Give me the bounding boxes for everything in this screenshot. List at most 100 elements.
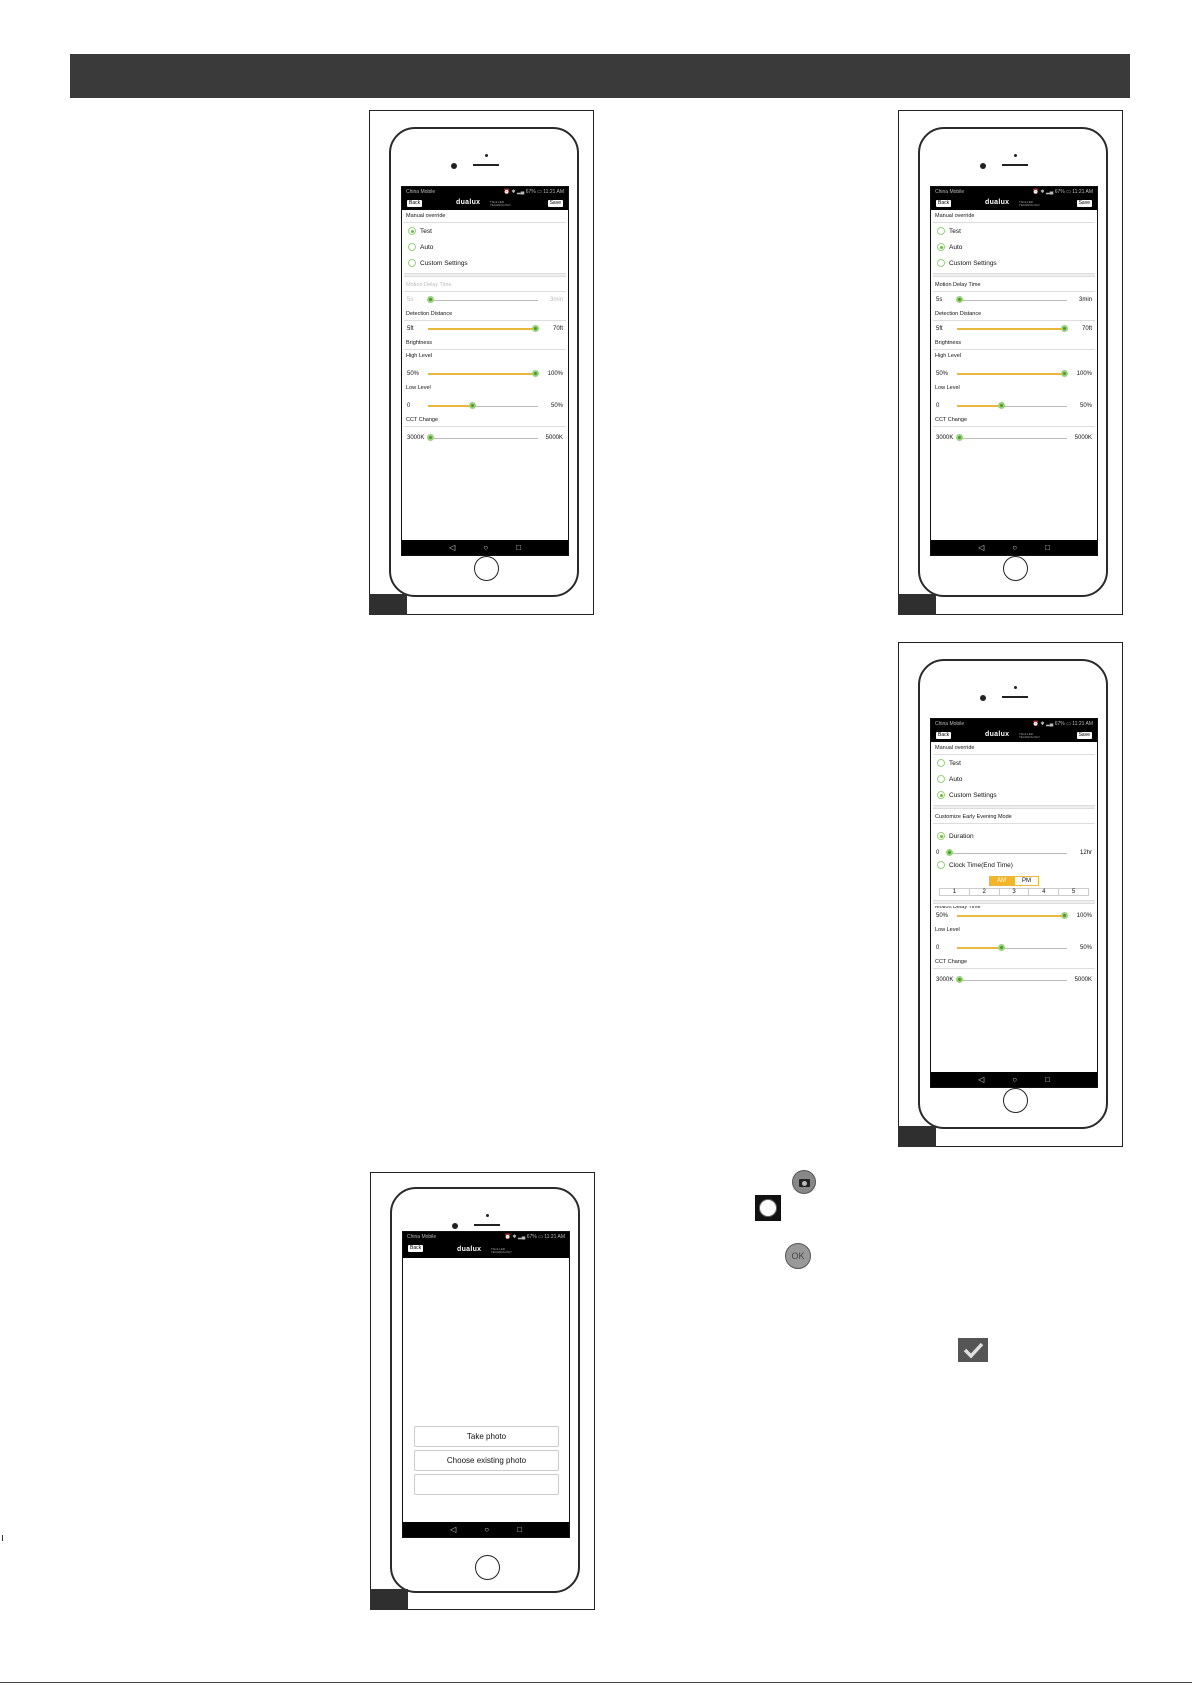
radio-auto[interactable]: Auto	[933, 239, 1095, 255]
motion-delay-slider[interactable]: 5s 3min	[936, 296, 1092, 303]
nav-home-icon[interactable]: ○	[484, 1525, 490, 1534]
cancel-button[interactable]	[414, 1474, 559, 1495]
am-pm-toggle: AM PM	[933, 876, 1095, 886]
nav-back-icon[interactable]: ◁	[450, 1525, 457, 1534]
nav-home-icon[interactable]: ○	[1012, 1075, 1018, 1084]
android-nav-bar: ◁ ○ □	[931, 540, 1097, 555]
nav-recent-icon[interactable]: □	[516, 543, 521, 552]
hour-option[interactable]: 4	[1029, 889, 1060, 895]
radio-test[interactable]: Test	[933, 223, 1095, 239]
radio-unselected-icon	[937, 775, 945, 783]
low-level-slider[interactable]: 0 50%	[936, 402, 1092, 409]
back-button[interactable]: Back	[936, 732, 952, 739]
nav-back-icon[interactable]: ◁	[449, 543, 456, 552]
hour-option[interactable]: 3	[1000, 889, 1030, 895]
slider-knob[interactable]	[997, 402, 1005, 409]
low-level-title: Low Level	[935, 385, 960, 391]
section-header-band	[70, 54, 1130, 98]
take-photo-button[interactable]: Take photo	[414, 1426, 559, 1447]
motion-delay-slider[interactable]: 5s 3min	[407, 296, 563, 303]
slider-knob[interactable]	[955, 296, 963, 303]
hour-option[interactable]: 1	[940, 889, 970, 895]
carrier-label: China Mobile	[935, 721, 965, 727]
choose-existing-photo-button[interactable]: Choose existing photo	[414, 1450, 559, 1471]
figure-tag	[898, 594, 936, 615]
save-button[interactable]: Save	[1076, 732, 1092, 739]
detection-distance-slider[interactable]: 5ft 70ft	[407, 325, 563, 332]
nav-recent-icon[interactable]: □	[517, 1525, 522, 1534]
low-level-slider[interactable]: 0 50%	[936, 944, 1092, 951]
figure-photo-picker: China Mobile ⏰ ✱ ▂▄ 67% ▭ 11:21 AM Back …	[370, 1172, 595, 1610]
app-bar: Back dualux Think LED TECHNOLOGY Save	[931, 197, 1097, 210]
radio-selected-icon	[408, 227, 416, 235]
hour-option[interactable]: 5	[1071, 889, 1076, 895]
shutter-icon	[755, 1195, 781, 1221]
radio-custom-settings[interactable]: Custom Settings	[933, 787, 1095, 803]
slider-knob[interactable]	[955, 976, 963, 983]
brand-logo: dualux	[456, 199, 481, 206]
app-screen: China Mobile ⏰ ✱ ▂▄ 67% ▭ 11:21 AM Back …	[402, 1231, 570, 1538]
am-toggle[interactable]: AM	[989, 876, 1014, 886]
motion-delay-title: Motion Delay Time	[933, 906, 1095, 911]
slider-knob[interactable]	[532, 370, 540, 377]
phone-frame: China Mobile ⏰ ✱ ▂▄ 67% ▭ 11:21 AM Back …	[389, 127, 579, 597]
radio-test[interactable]: Test	[404, 223, 566, 239]
figure-tag	[369, 594, 407, 615]
low-level-title: Low Level	[935, 927, 960, 933]
hour-option[interactable]: 2	[970, 889, 1000, 895]
motion-delay-title: Motion Delay Time	[933, 279, 1095, 292]
slider-knob[interactable]	[955, 434, 963, 441]
radio-custom-settings[interactable]: Custom Settings	[933, 255, 1095, 271]
detection-distance-title: Detection Distance	[404, 308, 566, 321]
status-bar: China Mobile ⏰ ✱ ▂▄ 67% ▭ 11:21 AM	[403, 1232, 569, 1242]
nav-recent-icon[interactable]: □	[1045, 1075, 1050, 1084]
cct-change-slider[interactable]: 3000K 5000K	[936, 434, 1092, 441]
pm-toggle[interactable]: PM	[1014, 876, 1039, 886]
slider-knob[interactable]	[426, 434, 434, 441]
nav-home-icon[interactable]: ○	[1012, 543, 1018, 552]
save-button[interactable]: Save	[1076, 200, 1092, 207]
radio-test[interactable]: Test	[933, 755, 1095, 771]
android-nav-bar: ◁ ○ □	[403, 1522, 569, 1537]
high-level-slider[interactable]: 50% 100%	[407, 370, 563, 377]
back-button[interactable]: Back	[407, 200, 423, 207]
save-button[interactable]: Save	[547, 200, 563, 207]
nav-recent-icon[interactable]: □	[1045, 543, 1050, 552]
slider-knob[interactable]	[426, 296, 434, 303]
slider-knob[interactable]	[1061, 370, 1069, 377]
duration-slider[interactable]: 0 12hr	[936, 849, 1092, 856]
radio-selected-icon	[937, 791, 945, 799]
cct-change-title: CCT Change	[404, 414, 566, 427]
slider-knob[interactable]	[532, 325, 540, 332]
carrier-label: China Mobile	[935, 189, 965, 195]
high-level-title: High Level	[406, 353, 432, 359]
slider-knob[interactable]	[945, 849, 953, 856]
radio-auto[interactable]: Auto	[404, 239, 566, 255]
figure-auto-mode: China Mobile ⏰ ✱ ▂▄ 67% ▭ 11:21 AM Back …	[898, 110, 1123, 615]
slider-knob[interactable]	[468, 402, 476, 409]
cct-change-slider[interactable]: 3000K 5000K	[407, 434, 563, 441]
slider-knob[interactable]	[997, 944, 1005, 951]
nav-back-icon[interactable]: ◁	[978, 1075, 985, 1084]
high-level-slider[interactable]: 50% 100%	[936, 912, 1092, 919]
brand-tagline: Think LED TECHNOLOGY	[1019, 200, 1041, 208]
slider-knob[interactable]	[1061, 325, 1069, 332]
camera-icon	[792, 1170, 816, 1194]
cct-change-slider[interactable]: 3000K 5000K	[936, 976, 1092, 983]
high-level-title: High Level	[935, 353, 961, 359]
cct-change-title: CCT Change	[933, 414, 1095, 427]
slider-knob[interactable]	[1061, 912, 1069, 919]
app-screen: China Mobile ⏰ ✱ ▂▄ 67% ▭ 11:21 AM Back …	[930, 718, 1098, 1088]
nav-back-icon[interactable]: ◁	[978, 543, 985, 552]
high-level-slider[interactable]: 50% 100%	[936, 370, 1092, 377]
radio-custom-settings[interactable]: Custom Settings	[404, 255, 566, 271]
back-button[interactable]: Back	[936, 200, 952, 207]
back-button[interactable]: Back	[408, 1245, 424, 1252]
detection-distance-slider[interactable]: 5ft 70ft	[936, 325, 1092, 332]
radio-auto[interactable]: Auto	[933, 771, 1095, 787]
brand-logo: dualux	[985, 199, 1010, 206]
nav-home-icon[interactable]: ○	[483, 543, 489, 552]
radio-clock-time[interactable]: Clock Time(End Time)	[933, 861, 1095, 873]
radio-duration[interactable]: Duration	[933, 824, 1095, 844]
low-level-slider[interactable]: 0 50%	[407, 402, 563, 409]
